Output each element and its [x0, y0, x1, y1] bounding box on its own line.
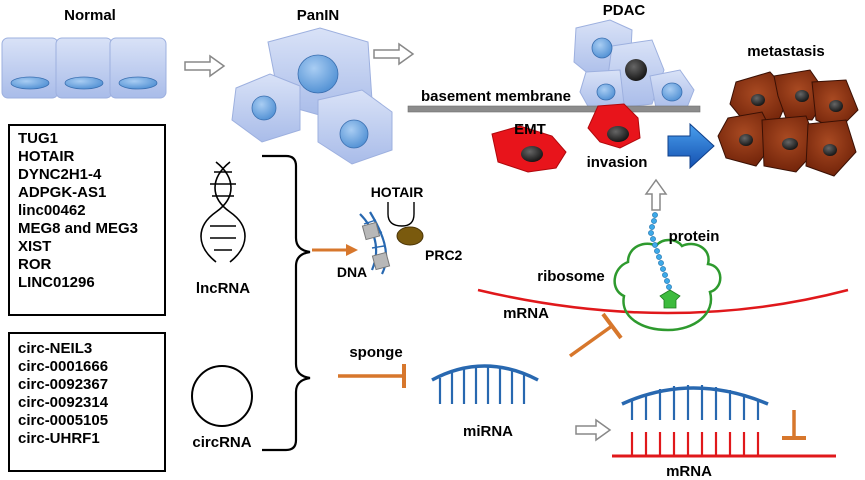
lncrna-list-item: HOTAIR	[18, 148, 75, 165]
emt-cell	[491, 125, 567, 173]
hotair-strand	[387, 202, 415, 227]
dna-label: DNA	[337, 264, 367, 280]
circrna-list-item: circ-UHRF1	[18, 430, 100, 447]
mrna-bottom-label: mRNA	[666, 463, 712, 480]
protein-chain-icon	[648, 212, 672, 290]
open-arrow-icon	[184, 54, 226, 78]
hotair-label: HOTAIR	[371, 184, 424, 200]
ribosome-icon	[613, 238, 722, 332]
lncrna-list-item: LINC01296	[18, 274, 95, 291]
circrna-list-item: circ-0092367	[18, 376, 109, 393]
open-arrow-icon	[575, 418, 612, 442]
circrna-label: circRNA	[192, 434, 251, 451]
circrna-list-box: circ-NEIL3 circ-0001666 circ-0092367 cir…	[8, 332, 166, 472]
open-arrow-icon	[373, 42, 415, 66]
circrna-list-item: circ-0092314	[18, 394, 109, 411]
lncrna-list-item: MEG8 and MEG3	[18, 220, 139, 237]
stage-pdac-label: PDAC	[603, 2, 646, 19]
emt-label: EMT	[514, 121, 546, 138]
lncrna-list-item: XIST	[18, 238, 52, 255]
lncrna-label: lncRNA	[196, 280, 250, 297]
lncrna-list-item: ROR	[18, 256, 52, 273]
lncrna-list-item: linc00462	[18, 202, 86, 219]
mrna-strand	[477, 288, 849, 315]
panin-cells	[231, 27, 393, 165]
prc2-icon	[396, 226, 424, 246]
progression-arrow-icon	[667, 122, 715, 170]
mirna-icon	[431, 364, 539, 404]
circrna-list-item: circ-0005105	[18, 412, 109, 429]
inhibition-icon	[568, 312, 623, 358]
inhibition-icon	[338, 364, 406, 388]
circrna-list-item: circ-0001666	[18, 358, 109, 375]
pdac-cells	[573, 19, 695, 111]
sponge-label: sponge	[349, 344, 402, 361]
bracket-icon	[262, 154, 311, 452]
lncrna-list-item: TUG1	[18, 130, 59, 147]
lncrna-list-item: DYNC2H1-4	[18, 166, 102, 183]
prc2-label: PRC2	[425, 247, 463, 263]
inhibition-icon	[782, 410, 806, 440]
stage-panin-label: PanIN	[297, 7, 340, 24]
mrna-top-label: mRNA	[503, 305, 549, 322]
stage-metastasis-label: metastasis	[747, 43, 825, 60]
invasion-label: invasion	[587, 154, 648, 171]
open-arrow-icon	[644, 178, 668, 211]
lncrna-icon	[200, 161, 246, 263]
mirna-mrna-duplex	[612, 385, 836, 458]
circrna-list-item: circ-NEIL3	[18, 340, 93, 357]
mirna-label: miRNA	[463, 423, 513, 440]
circle-icon	[191, 365, 253, 427]
lncrna-list-box: TUG1 HOTAIR DYNC2H1-4 ADPGK-AS1 linc0046…	[8, 124, 166, 316]
invasion-cell	[587, 103, 641, 149]
dna-icon	[359, 211, 391, 275]
ribosome-label: ribosome	[537, 268, 605, 285]
basement-membrane-label: basement membrane	[421, 88, 571, 105]
lncrna-list-item: ADPGK-AS1	[18, 184, 107, 201]
activation-arrow-icon	[312, 244, 358, 256]
basement-membrane	[407, 105, 701, 113]
stage-normal-label: Normal	[64, 7, 116, 24]
protein-label: protein	[669, 228, 720, 245]
metastasis-cells	[717, 69, 859, 177]
normal-cells	[1, 37, 167, 99]
